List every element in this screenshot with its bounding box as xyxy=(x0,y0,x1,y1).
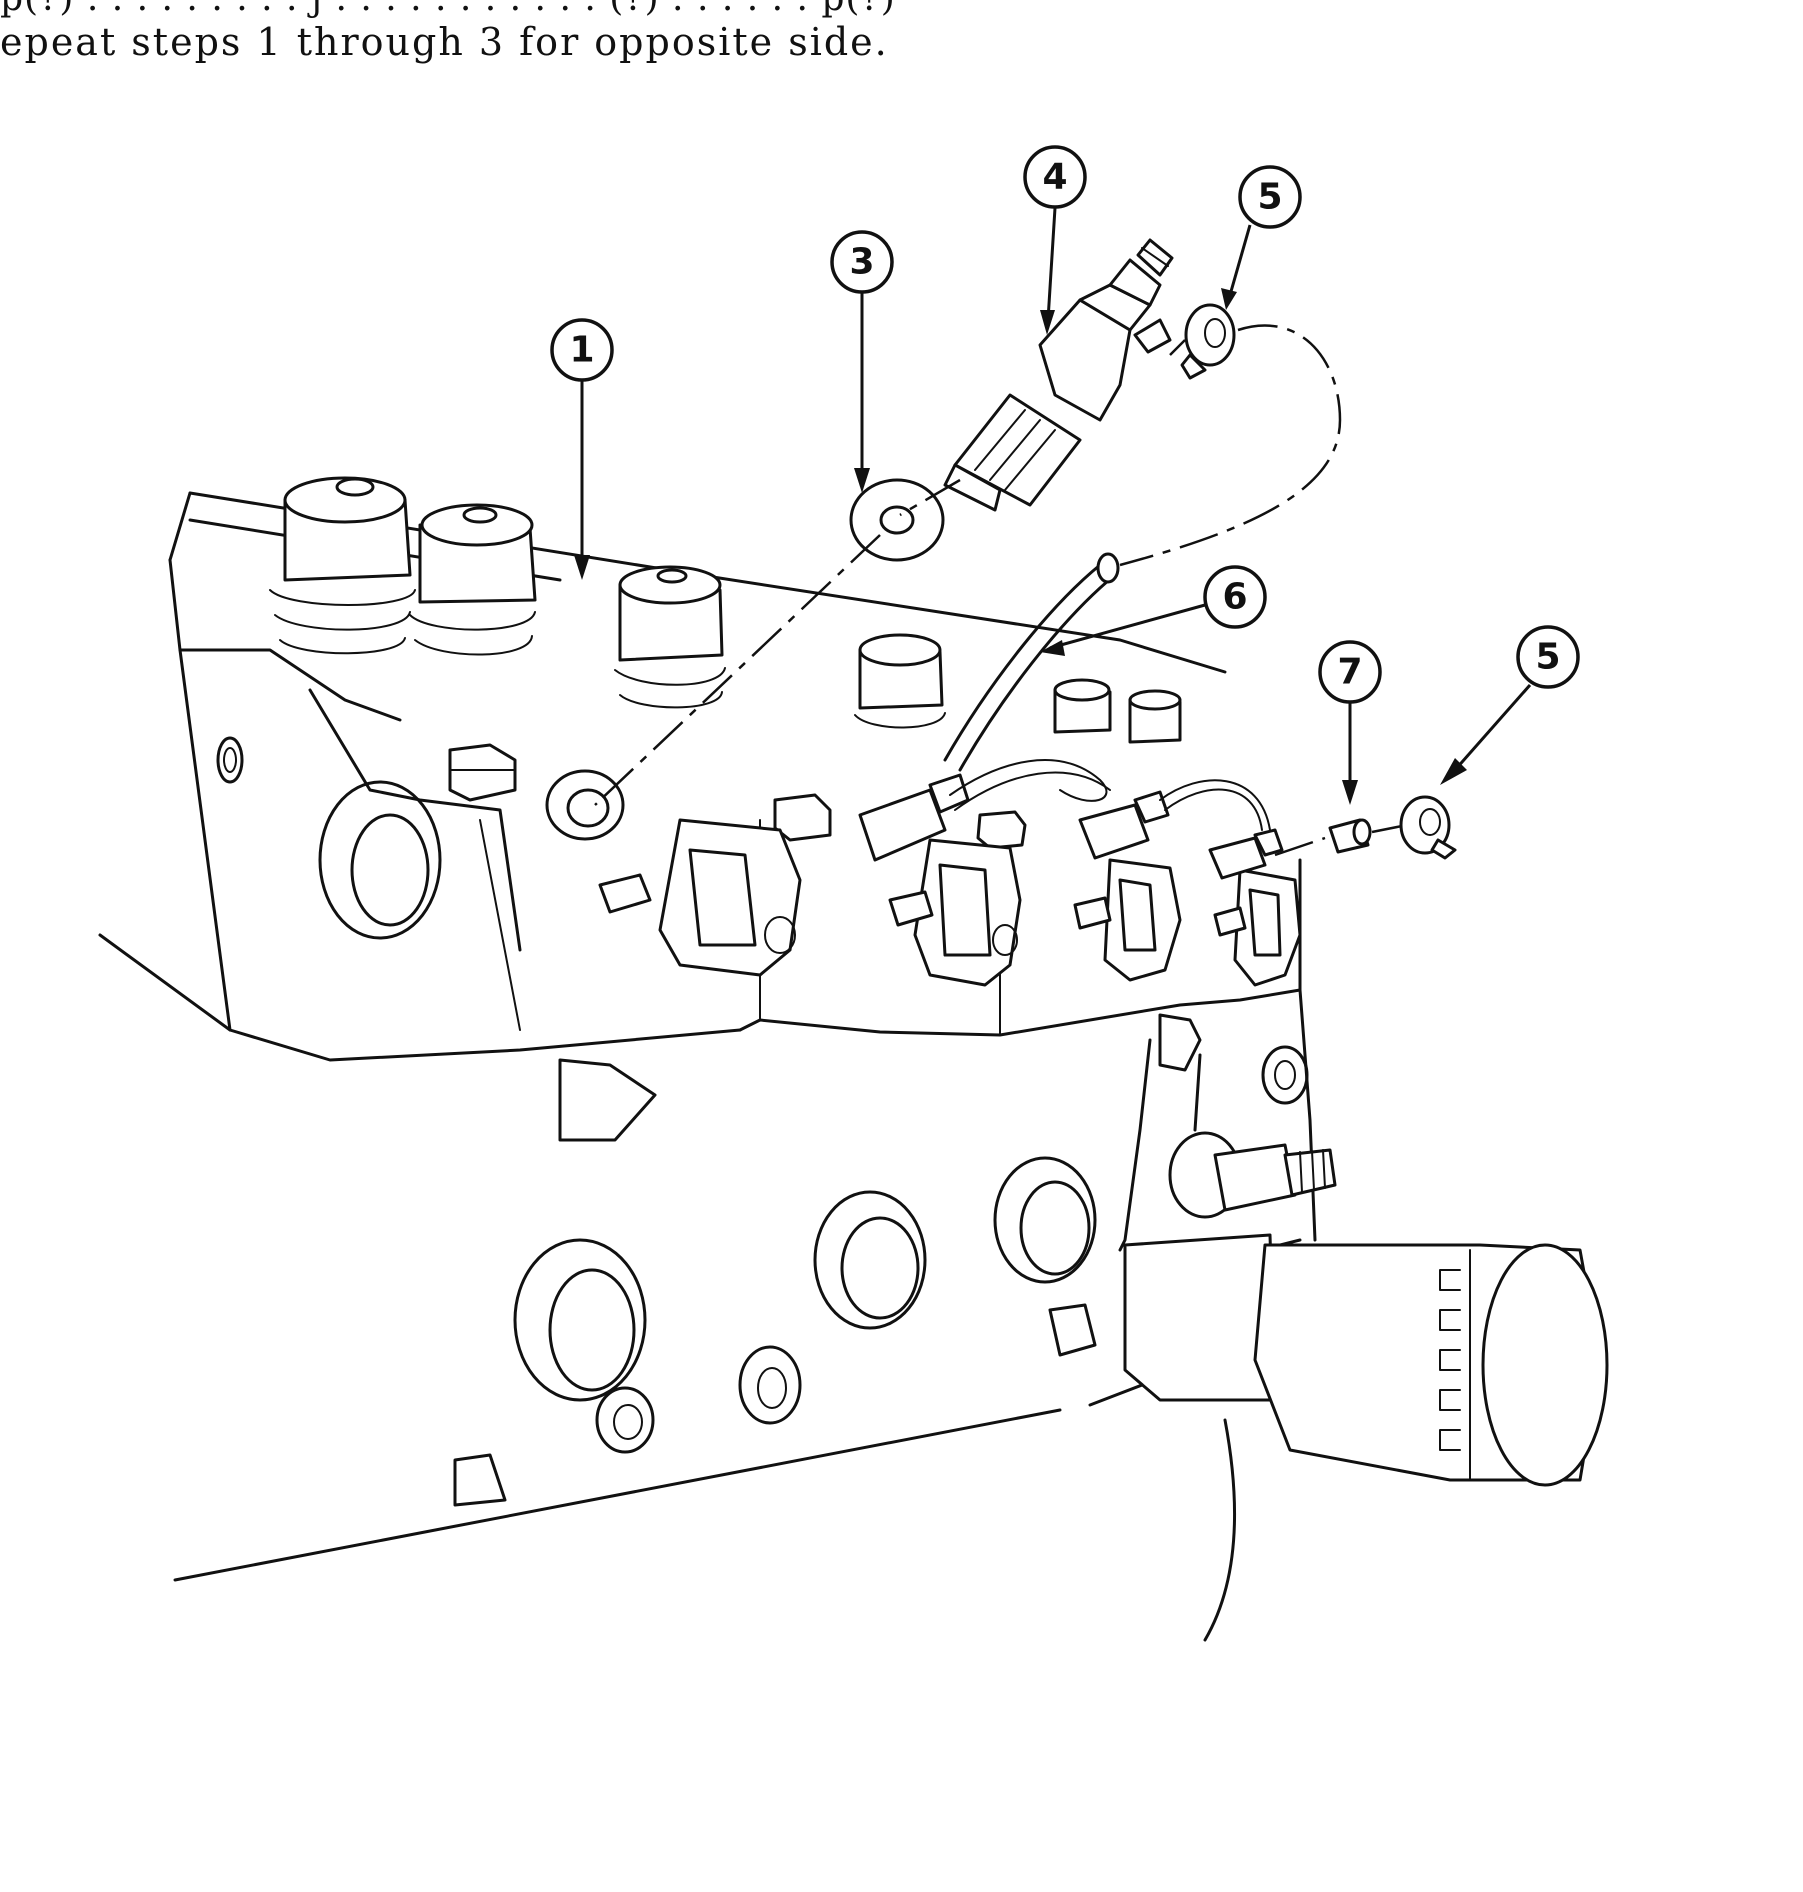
valve-spring-caps xyxy=(269,476,1182,850)
return-hose xyxy=(943,552,1120,772)
svg-text:5: 5 xyxy=(1257,177,1282,218)
injector-exploded xyxy=(943,238,1174,512)
svg-text:4: 4 xyxy=(1042,157,1067,198)
engine-block xyxy=(98,491,1609,1642)
callout-1: 1 xyxy=(550,318,614,580)
injector-flanges xyxy=(658,818,1302,987)
callout-4: 4 xyxy=(1023,145,1087,335)
svg-text:3: 3 xyxy=(849,242,874,283)
callout-3: 3 xyxy=(830,230,894,493)
clamp-upper xyxy=(1180,303,1236,380)
truncated-instruction-line: p(?) . . . . . . . . . j . . . . . . . .… xyxy=(0,0,896,19)
svg-text:7: 7 xyxy=(1337,652,1362,693)
callout-7: 7 xyxy=(1318,640,1382,805)
callout-5-upper: 5 xyxy=(1221,165,1302,310)
line-cap xyxy=(1328,818,1372,854)
installed-injectors xyxy=(598,759,1284,937)
svg-text:5: 5 xyxy=(1535,637,1560,678)
callout-6: 6 xyxy=(1040,565,1267,656)
svg-text:1: 1 xyxy=(569,330,594,371)
callout-5-lower: 5 xyxy=(1440,625,1580,785)
svg-text:6: 6 xyxy=(1222,577,1247,618)
repeat-steps-instruction: epeat steps 1 through 3 for opposite sid… xyxy=(0,20,889,64)
clamp-lower xyxy=(1399,795,1457,860)
assembly-lines xyxy=(594,324,1403,857)
